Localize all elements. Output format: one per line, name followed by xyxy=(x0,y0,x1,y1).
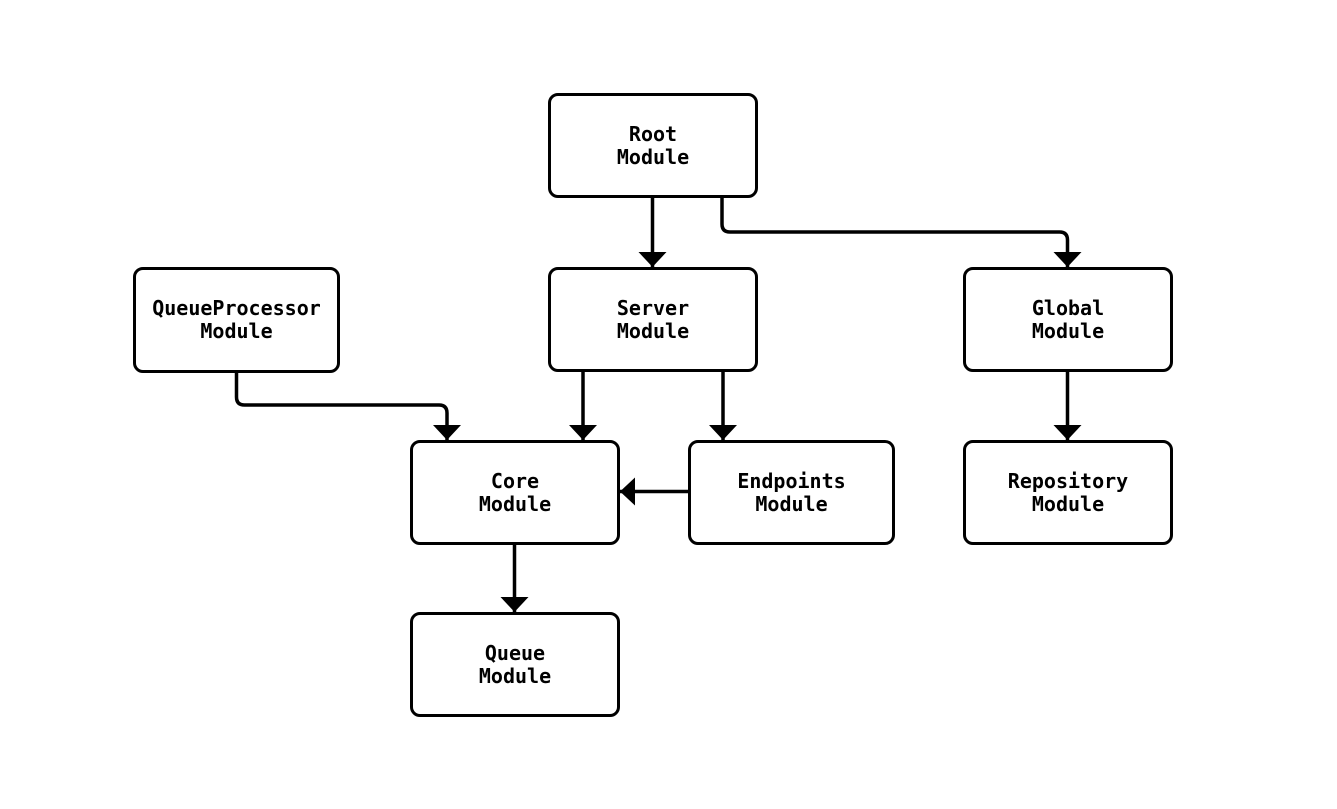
node-global-module: Global Module xyxy=(963,267,1173,372)
node-label-line2: Module xyxy=(616,318,690,343)
node-queue-module: Queue Module xyxy=(410,612,620,717)
node-label-line1: Repository xyxy=(1007,468,1129,493)
node-label-line1: QueueProcessor xyxy=(152,296,321,320)
node-label-line2: Module xyxy=(1031,491,1105,516)
node-label-line1: Endpoints xyxy=(737,468,846,493)
node-label-line2: Module xyxy=(755,491,828,516)
node-core-module: Core Module xyxy=(410,440,620,545)
edge-root-to-global xyxy=(720,198,1082,267)
node-label-line1: Queue xyxy=(484,640,546,665)
node-label-line1: Root xyxy=(628,121,678,146)
node-label-line2: Module xyxy=(478,491,552,516)
node-label-line1: Server xyxy=(616,295,690,320)
node-server-module: Server Module xyxy=(548,267,758,372)
node-queueprocessor-module: QueueProcessor Module xyxy=(133,267,340,373)
node-label-line2: Module xyxy=(616,144,690,169)
edge-queueprocessor-to-core xyxy=(234,373,461,440)
node-label-line1: Core xyxy=(490,468,540,493)
node-label-line1: Global xyxy=(1031,295,1105,320)
node-label-line2: Module xyxy=(1031,318,1105,343)
node-endpoints-module: Endpoints Module xyxy=(688,440,895,545)
node-label-line2: Module xyxy=(478,663,552,688)
node-root-module: Root Module xyxy=(548,93,758,198)
node-label-line2: Module xyxy=(200,319,273,343)
node-repository-module: Repository Module xyxy=(963,440,1173,545)
